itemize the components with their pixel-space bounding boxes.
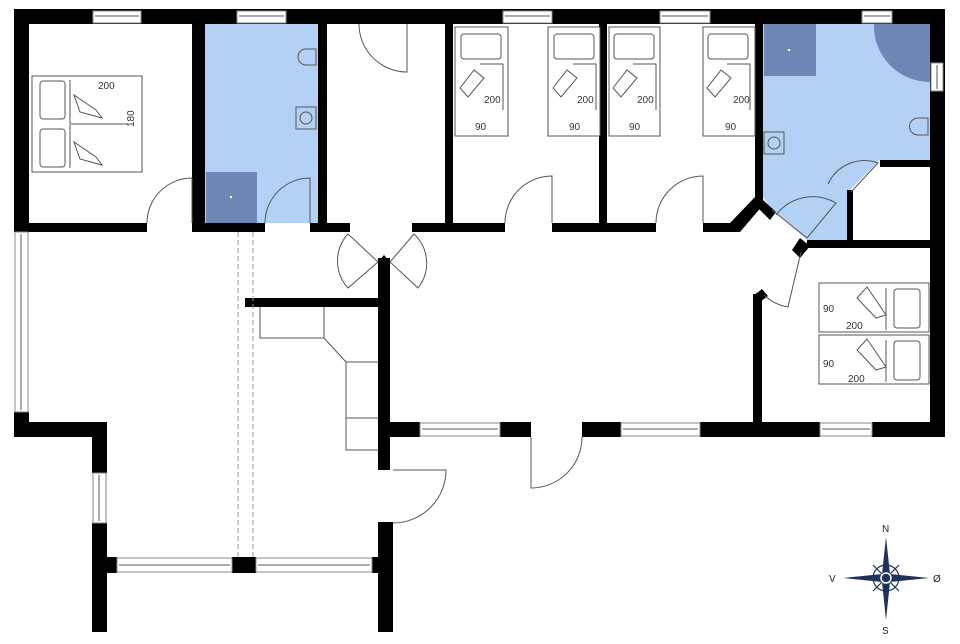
hall-door-right[interactable] xyxy=(389,233,428,289)
kitchen-counter xyxy=(259,307,378,451)
garden-door[interactable] xyxy=(530,436,583,489)
side-entrance-door[interactable] xyxy=(392,469,447,524)
bathroom-2-door[interactable] xyxy=(771,196,837,239)
bed-width-label: 180 xyxy=(126,110,137,127)
bedroom-1-door[interactable] xyxy=(146,177,193,224)
bedroom-2-beds: 200 90 200 90 xyxy=(454,26,601,137)
corner-shower xyxy=(873,24,930,83)
bed-length-label: 200 xyxy=(577,95,594,106)
sink xyxy=(295,106,317,130)
bedroom-2-door[interactable] xyxy=(504,175,553,224)
bed-width-label: 90 xyxy=(725,122,737,133)
compass-south: S xyxy=(882,626,889,637)
bed-width-label: 90 xyxy=(823,304,835,315)
bed-width-label: 90 xyxy=(475,122,487,133)
sink xyxy=(763,131,785,155)
double-bed: 200 180 xyxy=(31,75,143,173)
bed-width-label: 90 xyxy=(569,122,581,133)
bed-length-label: 200 xyxy=(733,95,750,106)
windows xyxy=(14,10,944,573)
hall-door-left[interactable] xyxy=(337,233,379,289)
bathroom-1-door[interactable] xyxy=(264,177,311,224)
bedroom-4-door[interactable] xyxy=(763,251,802,308)
bed-length-label: 200 xyxy=(637,95,654,106)
closet-door[interactable] xyxy=(827,160,879,193)
bathroom-1 xyxy=(205,24,318,223)
bed-width-label: 90 xyxy=(629,122,641,133)
bedroom-3-door[interactable] xyxy=(655,175,704,224)
compass-north: N xyxy=(882,524,889,535)
bed-length-label: 200 xyxy=(846,321,863,332)
bedroom-3-beds: 200 90 200 90 xyxy=(608,26,756,137)
toilet xyxy=(297,48,317,66)
bathroom-2 xyxy=(763,24,930,240)
bed-length-label: 200 xyxy=(484,95,501,106)
beam-line xyxy=(237,232,254,557)
compass-west: V xyxy=(829,574,836,585)
entrance-door-top[interactable] xyxy=(358,23,408,73)
bedroom-4-beds: 90 200 90 200 xyxy=(818,282,930,385)
toilet xyxy=(909,117,929,136)
compass-rose-icon: N S V Ø xyxy=(829,524,941,637)
bed-length-label: 200 xyxy=(98,81,115,92)
doors xyxy=(146,23,879,524)
bed-length-label: 200 xyxy=(848,374,865,385)
compass-east: Ø xyxy=(933,574,941,585)
bed-width-label: 90 xyxy=(823,359,835,370)
